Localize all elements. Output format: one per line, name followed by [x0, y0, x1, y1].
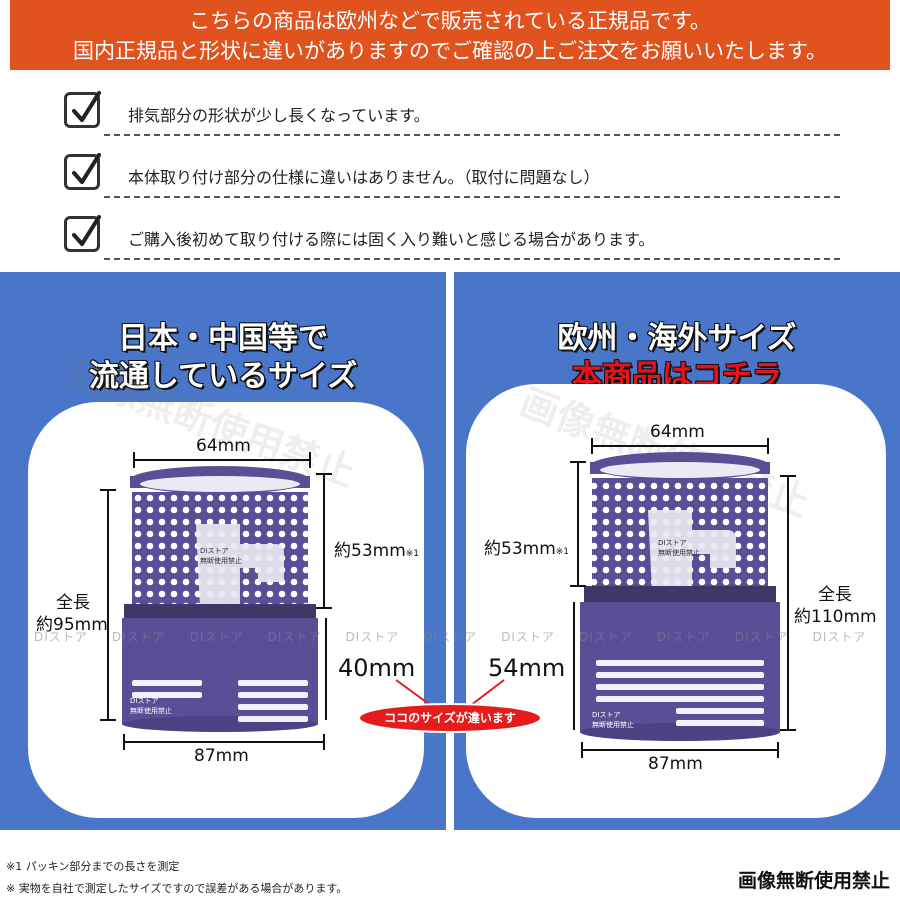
left-panel-title-2: 流通しているサイズ: [88, 358, 358, 395]
left-width-bottom: 87mm: [194, 746, 249, 766]
check-item: ご購入後初めて取り付ける際には固く入り難いと感じる場合があります。: [60, 210, 840, 272]
right-width-top: 64mm: [650, 422, 705, 442]
right-filter-image: [580, 452, 780, 741]
right-total-value: 約110mm: [794, 607, 877, 627]
dashed-divider: [104, 258, 840, 260]
checkmark-icon: [64, 215, 101, 252]
checkmark-icon: [64, 91, 101, 128]
footer-note-2: ※ 実物を自社で測定したサイズですので誤差がある場合があります。: [6, 882, 348, 895]
left-panel-title-1: 日本・中国等で: [117, 320, 329, 357]
store-watermark-line: DIストア DIストア DIストア DIストア DIストア DIストア DIスト…: [34, 630, 867, 644]
check-text: ご購入後初めて取り付ける際には固く入り難いと感じる場合があります。: [128, 230, 655, 249]
right-dimension-lines: [570, 438, 796, 758]
right-width-bottom: 87mm: [648, 754, 703, 774]
footer-copyright: 画像無断使用禁止: [737, 870, 890, 892]
dashed-divider: [104, 196, 840, 198]
check-list: 排気部分の形状が少し長くなっています。 本体取り付け部分の仕様に違いはありません…: [60, 86, 840, 272]
left-width-top: 64mm: [196, 436, 251, 456]
left-total-label: 全長: [56, 593, 90, 613]
check-text: 排気部分の形状が少し長くなっています。: [128, 106, 430, 125]
right-base-height: 54mm: [488, 654, 566, 682]
left-filter-image: [122, 466, 318, 732]
left-mesh-height: 約53mm※1: [334, 541, 420, 561]
checkmark-icon: [64, 153, 101, 190]
size-difference-callout: ココのサイズが違います: [360, 705, 540, 731]
right-mesh-height: 約53mm※1: [484, 539, 570, 559]
dashed-divider: [104, 134, 840, 136]
right-mesh-label: DIストア無断使用禁止: [658, 539, 700, 557]
left-base-height: 40mm: [338, 654, 416, 682]
footer-note-1: ※1 パッキン部分までの長さを測定: [6, 860, 180, 873]
panel-divider: [446, 272, 454, 830]
banner-line-1: こちらの商品は欧州などで販売されている正規品です。: [189, 9, 711, 33]
check-item: 排気部分の形状が少し長くなっています。: [60, 86, 840, 148]
left-base-label: DIストア無断使用禁止: [130, 697, 172, 715]
banner-line-2: 国内正規品と形状に違いがありますのでご確認の上ご注文をお願いいたします。: [73, 39, 827, 63]
right-total-label: 全長: [818, 585, 852, 605]
left-dimension-lines: [100, 452, 332, 750]
left-total-value: 約95mm: [36, 615, 108, 635]
right-panel-title-1: 欧州・海外サイズ: [557, 320, 798, 357]
check-item: 本体取り付け部分の仕様に違いはありません。（取付に問題なし）: [60, 148, 840, 210]
top-banner: こちらの商品は欧州などで販売されている正規品です。 国内正規品と形状に違いがあり…: [10, 0, 890, 70]
right-base-label: DIストア無断使用禁止: [592, 711, 634, 729]
left-mesh-label: DIストア無断使用禁止: [200, 547, 242, 565]
check-text: 本体取り付け部分の仕様に違いはありません。（取付に問題なし）: [128, 168, 600, 187]
